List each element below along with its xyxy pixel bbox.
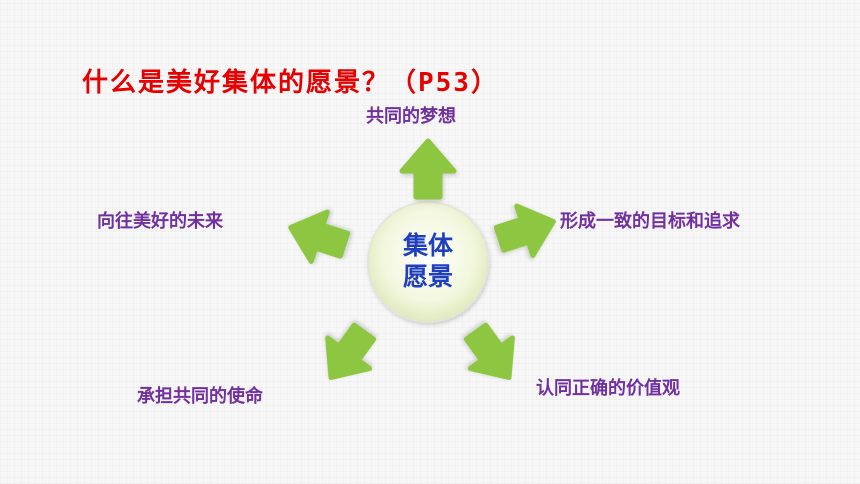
center-label-line2: 愿景 [402,262,453,291]
center-label-line1: 集体 [402,231,453,260]
arrow-left-icon [288,209,351,264]
slide-title: 什么是美好集体的愿景？（P53） [82,68,499,98]
arrow-bottom-left-icon [325,322,377,381]
center-label: 集体 愿景 [378,230,478,292]
arrow-bottom-right-icon [463,322,515,381]
label-values: 认同正确的价值观 [536,378,680,399]
label-shared-dream: 共同的梦想 [366,106,456,127]
label-future: 向往美好的未来 [97,211,223,232]
center-circle [367,201,489,323]
arrow-top-icon [399,138,457,200]
label-goals: 形成一致的目标和追求 [560,211,740,232]
arrow-right-icon [493,203,556,258]
label-mission: 承担共同的使命 [137,386,263,407]
